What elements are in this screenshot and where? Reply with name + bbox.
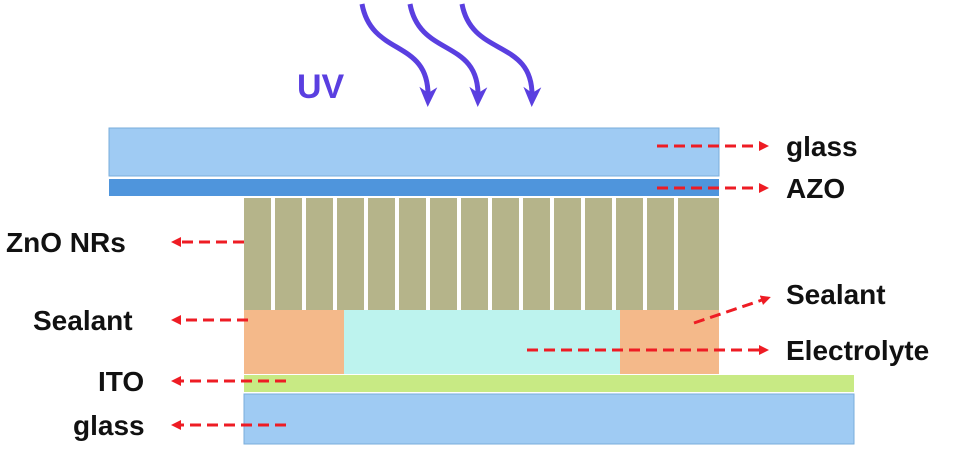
electrolyte-region [344,310,620,374]
uv-ray [459,3,542,107]
label-glass-top: glass [786,131,858,162]
label-sealant-right: Sealant [786,279,886,310]
label-ito: ITO [98,366,144,397]
ito-layer [244,375,854,392]
label-azo: AZO [786,173,845,204]
uv-ray [407,3,488,107]
label-glass-bottom: glass [73,410,145,441]
uv-ray [359,3,438,107]
zno-nanorod-layer [244,198,719,310]
sealant-left-block [244,310,344,374]
glass-top-layer [108,127,720,177]
pointer-arrows [171,141,771,430]
nanorod-gaps [271,198,678,310]
azo-layer [109,179,719,196]
uv-rays [359,3,542,107]
label-sealant-left: Sealant [33,305,133,336]
glass-bottom-layer [243,393,855,445]
arrow-sealant-right [693,295,771,325]
label-zno-nrs: ZnO NRs [6,227,126,258]
label-electrolyte: Electrolyte [786,335,929,366]
uv-label: UV [297,68,345,106]
